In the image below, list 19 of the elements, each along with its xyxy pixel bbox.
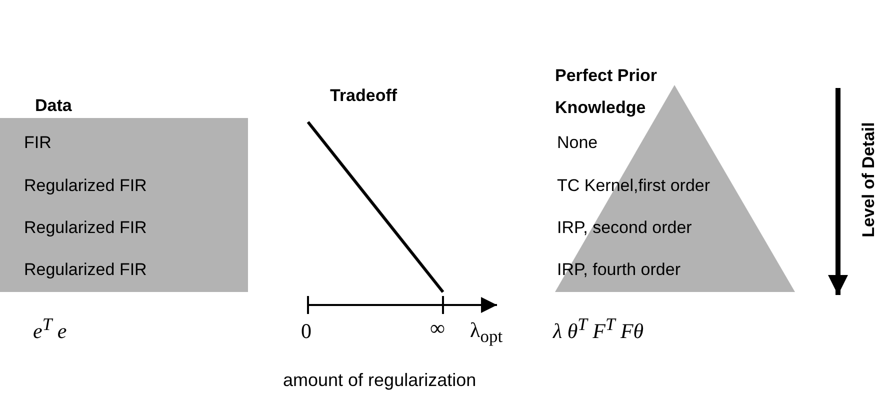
row-label: None [557, 133, 598, 153]
formula: λ θ$^{T}$ F$^{T}$ Fθ [553, 314, 644, 344]
axis-title: amount of regularization [283, 370, 476, 391]
row-label: TC Kernel,first order [557, 176, 710, 196]
data-panel [0, 118, 248, 292]
row-label: IRP, second order [557, 218, 692, 238]
row-label: Regularized FIR [24, 176, 147, 196]
row-label: IRP, fourth order [557, 260, 680, 280]
row-label: Regularized FIR [24, 218, 147, 238]
tick-label: ∞ [430, 316, 445, 340]
row-label: FIR [24, 133, 52, 153]
formula: e$^{T}$ e [33, 314, 67, 344]
column-heading: Tradeoff [330, 86, 398, 106]
tick-label: 0 [301, 319, 312, 344]
axis-label: Level of Detail [859, 122, 879, 238]
row-label: Regularized FIR [24, 260, 147, 280]
column-heading: Data [35, 96, 72, 116]
tick-label: λ$_{opt}$ [470, 318, 503, 346]
column-heading: Perfect Prior Knowledge [555, 65, 658, 119]
